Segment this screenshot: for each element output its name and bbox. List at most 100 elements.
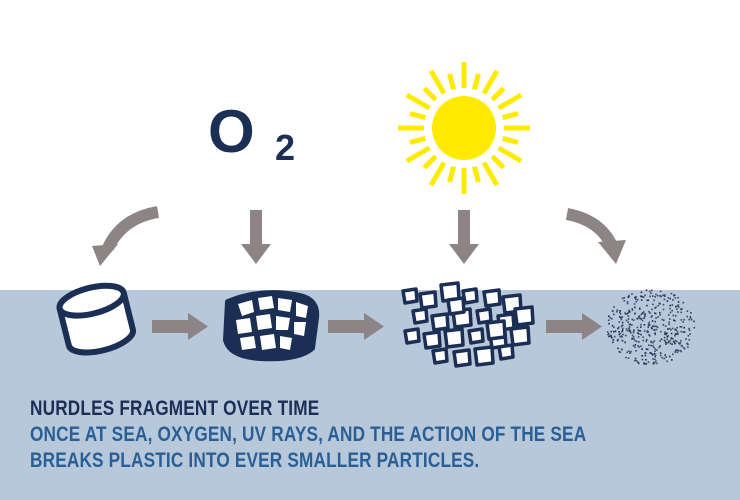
microparticle [642,336,644,338]
microparticle [671,359,673,361]
microparticle [643,324,646,326]
microparticle [643,330,646,332]
microparticle [652,344,654,347]
microparticle [658,302,661,305]
microparticle [649,335,651,337]
microparticle [673,341,676,344]
microparticle [673,319,675,321]
microparticle [676,305,679,307]
microparticle [638,330,640,332]
microparticle [616,339,619,342]
microparticle [659,295,661,297]
microparticle [670,338,672,340]
microparticle [637,332,639,334]
plastic-fragment [411,307,429,325]
oxygen-symbol: O [208,98,255,165]
microparticle [619,311,621,314]
crack-piece [278,298,292,312]
microparticle [651,325,654,328]
microparticle [629,323,631,326]
microparticle [626,351,628,354]
microparticle [650,344,652,347]
microparticle [670,292,673,295]
microparticle [651,320,654,322]
microparticle [611,341,614,344]
microparticle [626,302,629,305]
plastic-fragment [403,327,421,345]
microparticle [637,362,640,365]
microparticle [640,291,643,294]
microparticle [680,340,682,342]
microparticle [655,312,657,315]
microparticle [637,336,640,338]
microparticle [634,339,637,342]
microparticle [652,358,654,360]
microparticle [607,319,610,322]
microparticle [621,329,624,331]
microparticle [627,312,630,314]
microparticle [672,299,674,301]
crack-piece [280,336,292,350]
microparticle [635,350,637,352]
plastic-fragment [513,305,535,327]
crack-piece [258,296,274,310]
microparticle [682,331,685,333]
microparticle [654,332,656,334]
microparticle [627,315,630,317]
sun-icon [398,62,530,194]
microparticle [664,354,666,356]
plastic-fragment [461,287,479,305]
microparticle [630,350,632,353]
microparticle [611,309,614,312]
microparticle [659,340,661,342]
microparticle [621,340,624,342]
microparticle [674,297,677,299]
microparticle [654,333,656,336]
microparticle [626,301,629,303]
microparticle [663,357,665,360]
plastic-fragment [431,347,449,365]
microparticle [612,339,615,341]
microparticle [652,295,654,297]
sun-ray [497,145,523,164]
microparticle [677,301,680,303]
microparticle [628,327,630,330]
microparticle [668,314,670,316]
microparticle [638,317,640,320]
microparticle [620,325,623,328]
sun-ray [409,135,427,145]
microparticle [676,327,678,329]
microparticle [650,316,653,318]
microparticle [619,351,622,353]
microparticle [669,297,671,300]
microparticle [683,347,686,350]
microparticle [632,344,635,347]
sun-ray [422,86,438,102]
microparticle [656,294,659,297]
microparticle [618,350,620,353]
down-arrow-oxygen-shaft [250,210,262,246]
curved-arrow-left-head [92,244,118,266]
crack-piece [276,316,290,330]
plastic-fragment [497,343,515,361]
microparticles-icon [606,289,696,365]
microparticle [665,356,667,358]
microparticle [674,334,676,337]
microparticle [623,297,626,299]
plastic-fragment [475,307,493,325]
microparticle [611,336,613,339]
microparticle [628,309,630,312]
microparticle [637,316,640,318]
microparticle [651,289,653,292]
microparticle [639,330,642,332]
microparticle [676,351,679,354]
microparticle [640,326,642,328]
microparticle [653,362,656,364]
caption-title: NURDLES FRAGMENT OVER TIME [30,397,320,420]
microparticle [687,335,690,337]
microparticle [663,298,666,301]
microparticle [659,352,662,354]
microparticle [617,338,619,341]
microparticle [633,329,635,332]
